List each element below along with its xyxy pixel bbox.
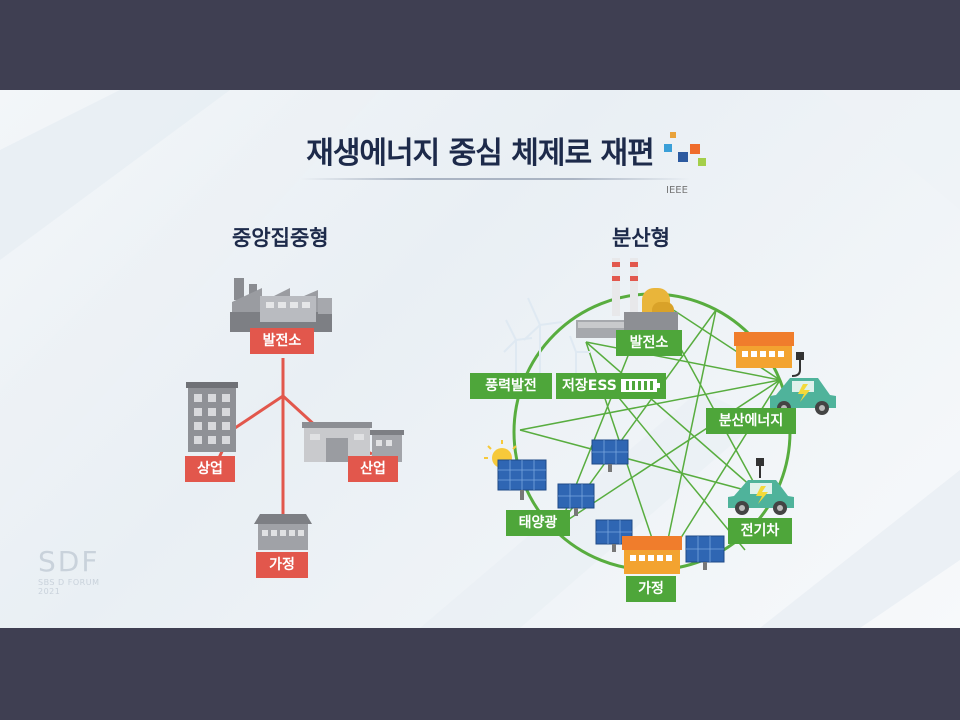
title-underline xyxy=(300,178,690,180)
distributed-home-label: 가정 xyxy=(626,576,676,602)
bottom-frame-band xyxy=(0,628,960,720)
storage-ess-label: 저장ESS xyxy=(556,373,666,399)
central-plant-label: 발전소 xyxy=(250,328,314,354)
central-commercial-label: 상업 xyxy=(185,456,235,482)
watermark-year: 2021 xyxy=(38,587,61,596)
battery-icon xyxy=(620,379,660,392)
distributed-power-plant-icon xyxy=(576,258,678,338)
solar-panel-icon xyxy=(557,483,595,516)
solar-label: 태양광 xyxy=(506,510,570,536)
storage-ess-text: 저장ESS xyxy=(562,378,617,394)
distributed-house-top-icon xyxy=(734,332,794,368)
watermark-logo: SDF xyxy=(38,545,100,578)
distributed-diagram xyxy=(484,258,836,574)
central-home-icon xyxy=(254,514,312,550)
centralized-heading: 중앙집중형 xyxy=(232,226,329,250)
source-label: IEEE xyxy=(666,185,688,196)
sdf-watermark: SDF SBS D FORUM 2021 xyxy=(38,545,99,596)
watermark-text: SBS D FORUM xyxy=(38,578,100,587)
background-decor xyxy=(0,90,960,628)
distributed-energy-label: 분산에너지 xyxy=(706,408,796,434)
wind-label: 풍력발전 xyxy=(470,373,552,399)
top-frame-band xyxy=(0,0,960,90)
ev-label: 전기차 xyxy=(728,518,792,544)
solar-panel-icon xyxy=(591,439,629,472)
slide: 재생에너지 중심 체제로 재편 IEEE 중앙집중형 xyxy=(0,90,960,628)
centralized-diagram xyxy=(186,278,404,550)
central-home-label: 가정 xyxy=(256,552,308,578)
page-title: 재생에너지 중심 체제로 재편 xyxy=(306,136,655,171)
commercial-building-icon xyxy=(186,382,238,452)
solar-panel-icon xyxy=(685,535,725,570)
distributed-house-bottom-icon xyxy=(622,536,682,574)
solar-panel-icon xyxy=(497,459,547,500)
distributed-plant-label: 발전소 xyxy=(616,330,682,356)
central-power-plant-icon xyxy=(230,278,332,332)
distributed-ev-icon xyxy=(728,458,794,515)
wind-turbine-icon xyxy=(503,297,590,380)
distributed-heading: 분산형 xyxy=(612,226,670,250)
title-decor-icon xyxy=(664,132,706,166)
central-industrial-label: 산업 xyxy=(348,456,398,482)
